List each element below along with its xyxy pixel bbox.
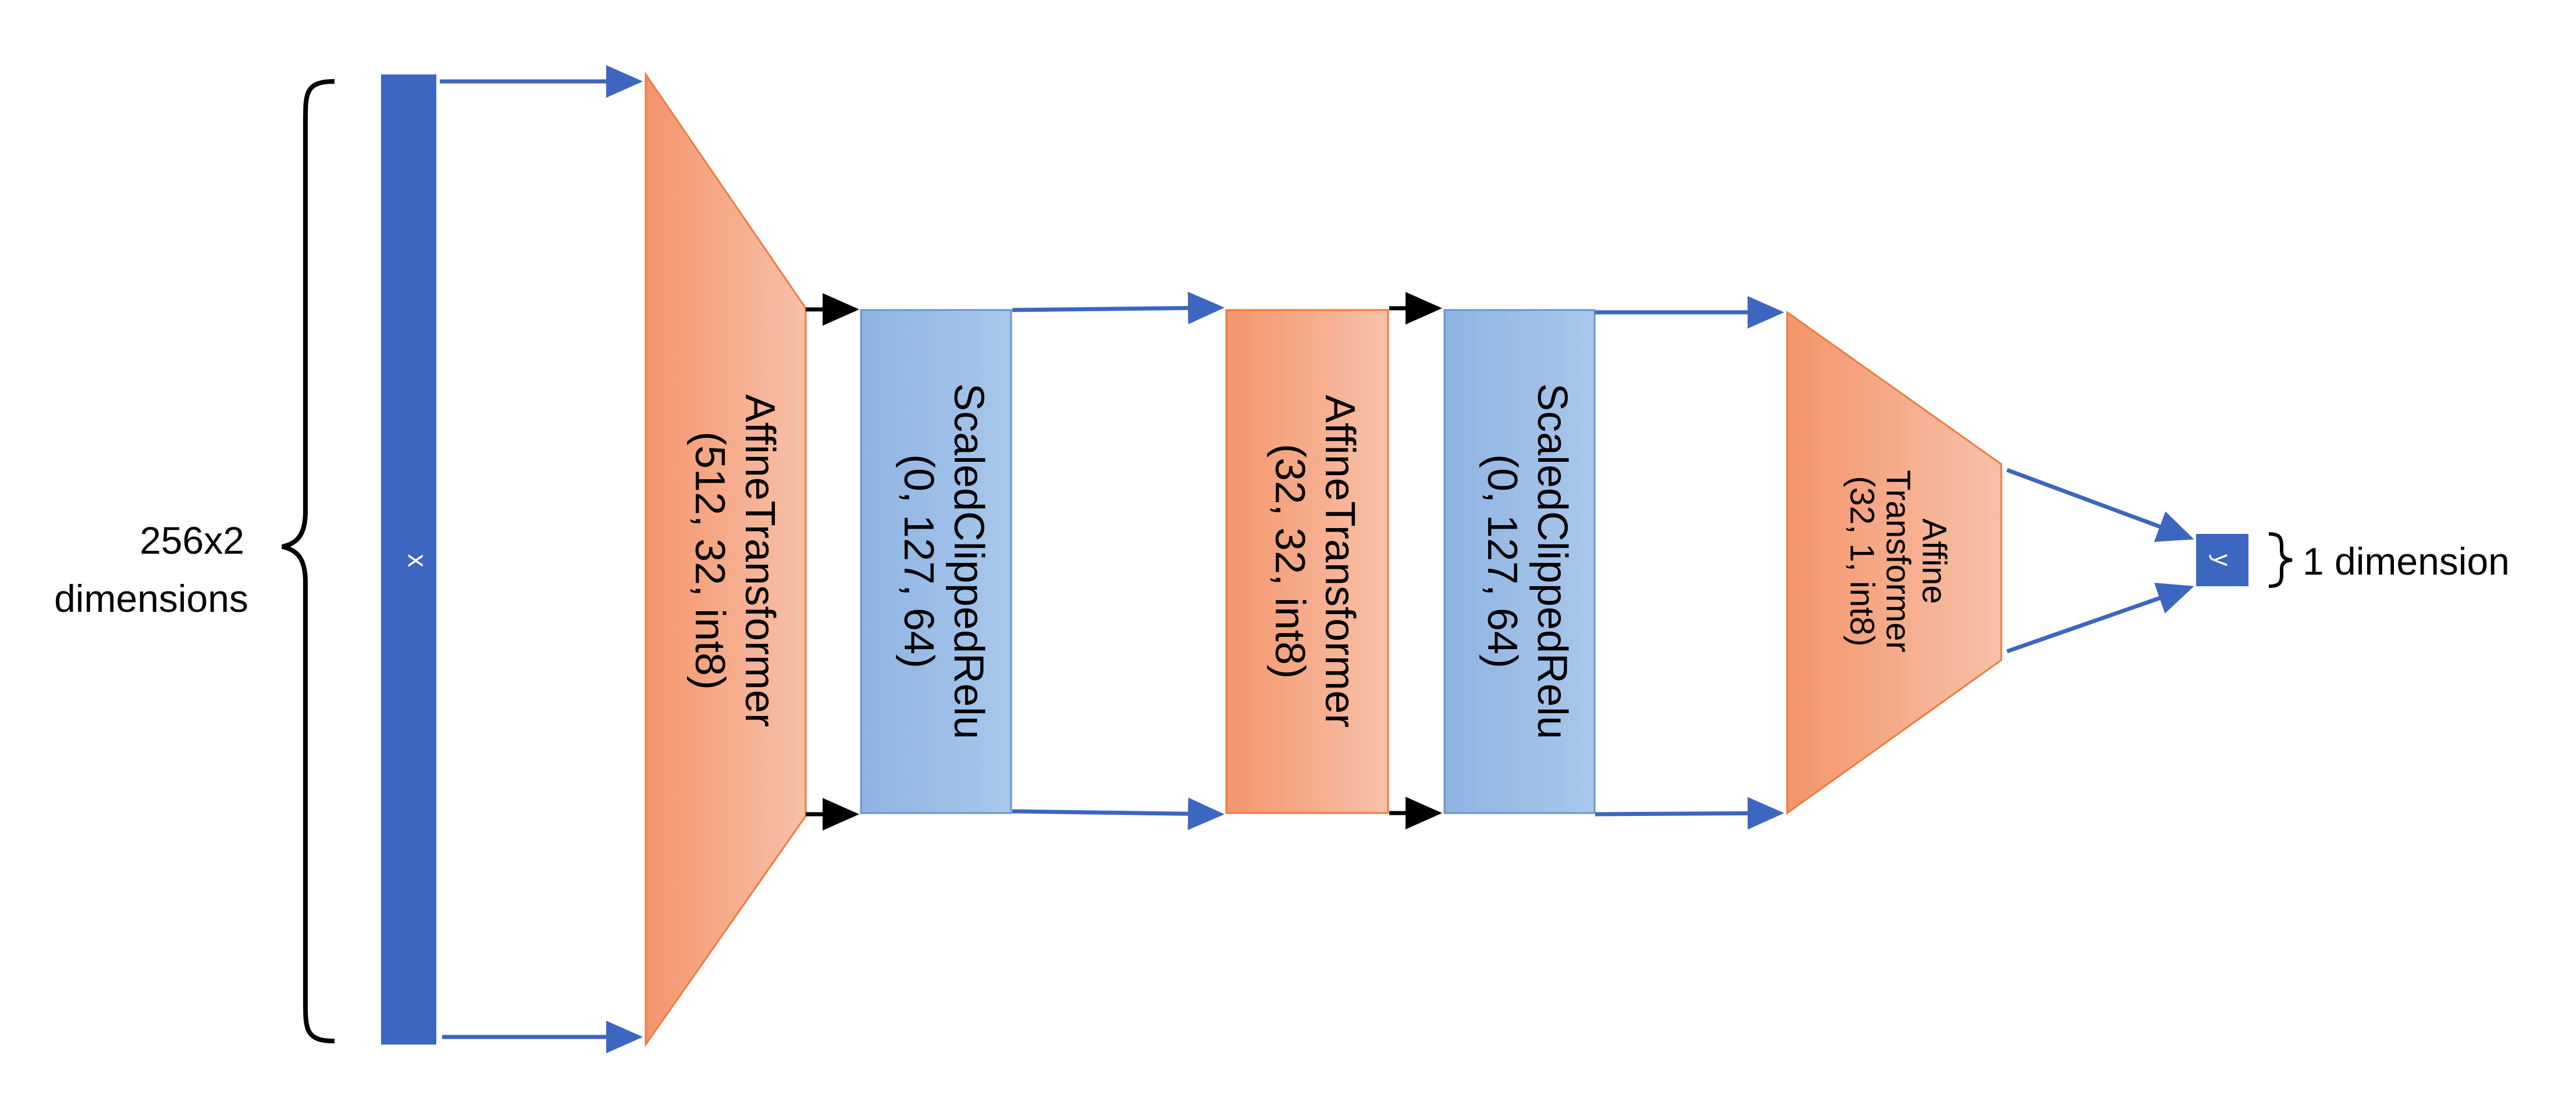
layer4-activation-params: (0, 127, 64) xyxy=(1479,454,1525,668)
layer4-activation-box xyxy=(1443,309,1596,814)
layer1-affine-params: (512, 32, int8) xyxy=(686,432,733,690)
input-size-label-line2: dimensions xyxy=(54,577,248,620)
layer1-affine-name: AffineTransformer xyxy=(736,394,783,727)
layer2-activation-params: (0, 127, 64) xyxy=(895,454,942,668)
layer4-activation-name: ScaledClippedRelu xyxy=(1529,383,1575,739)
input-size-label-line1: 256x2 xyxy=(140,519,244,562)
input-block-x xyxy=(381,74,436,1045)
layer3-affine-name: AffineTransformer xyxy=(1317,395,1363,728)
input-label-x: x xyxy=(403,554,433,568)
layer5-affine-trapezoid xyxy=(1786,311,2002,815)
arrow-act1-to-affine2-top xyxy=(1012,291,1225,325)
layer2-activation-box xyxy=(860,309,1012,814)
layer3-affine-box xyxy=(1225,309,1389,814)
layer5-affine-name-line1: Affine xyxy=(1915,518,1953,604)
output-label-y: y xyxy=(2209,554,2236,566)
layer5-affine-params: (32, 1, int8) xyxy=(1843,476,1881,646)
layer2-activation-name: ScaledClippedRelu xyxy=(945,383,992,739)
layer5-affine-name-line2: Transformer xyxy=(1879,470,1917,653)
arrow-act1-to-affine2-bottom xyxy=(1012,797,1225,831)
output-size-brace xyxy=(2268,532,2293,588)
input-size-brace xyxy=(282,79,335,1043)
arrow-act2-to-affine3-bottom xyxy=(1595,797,1784,830)
arrow-affine3-to-y-bottom xyxy=(2006,583,2194,654)
output-block-y xyxy=(2196,534,2248,586)
arrow-affine3-to-y-top xyxy=(2006,468,2194,542)
layer3-affine-params: (32, 32, int8) xyxy=(1266,444,1313,679)
output-size-label: 1 dimension xyxy=(2303,540,2510,583)
